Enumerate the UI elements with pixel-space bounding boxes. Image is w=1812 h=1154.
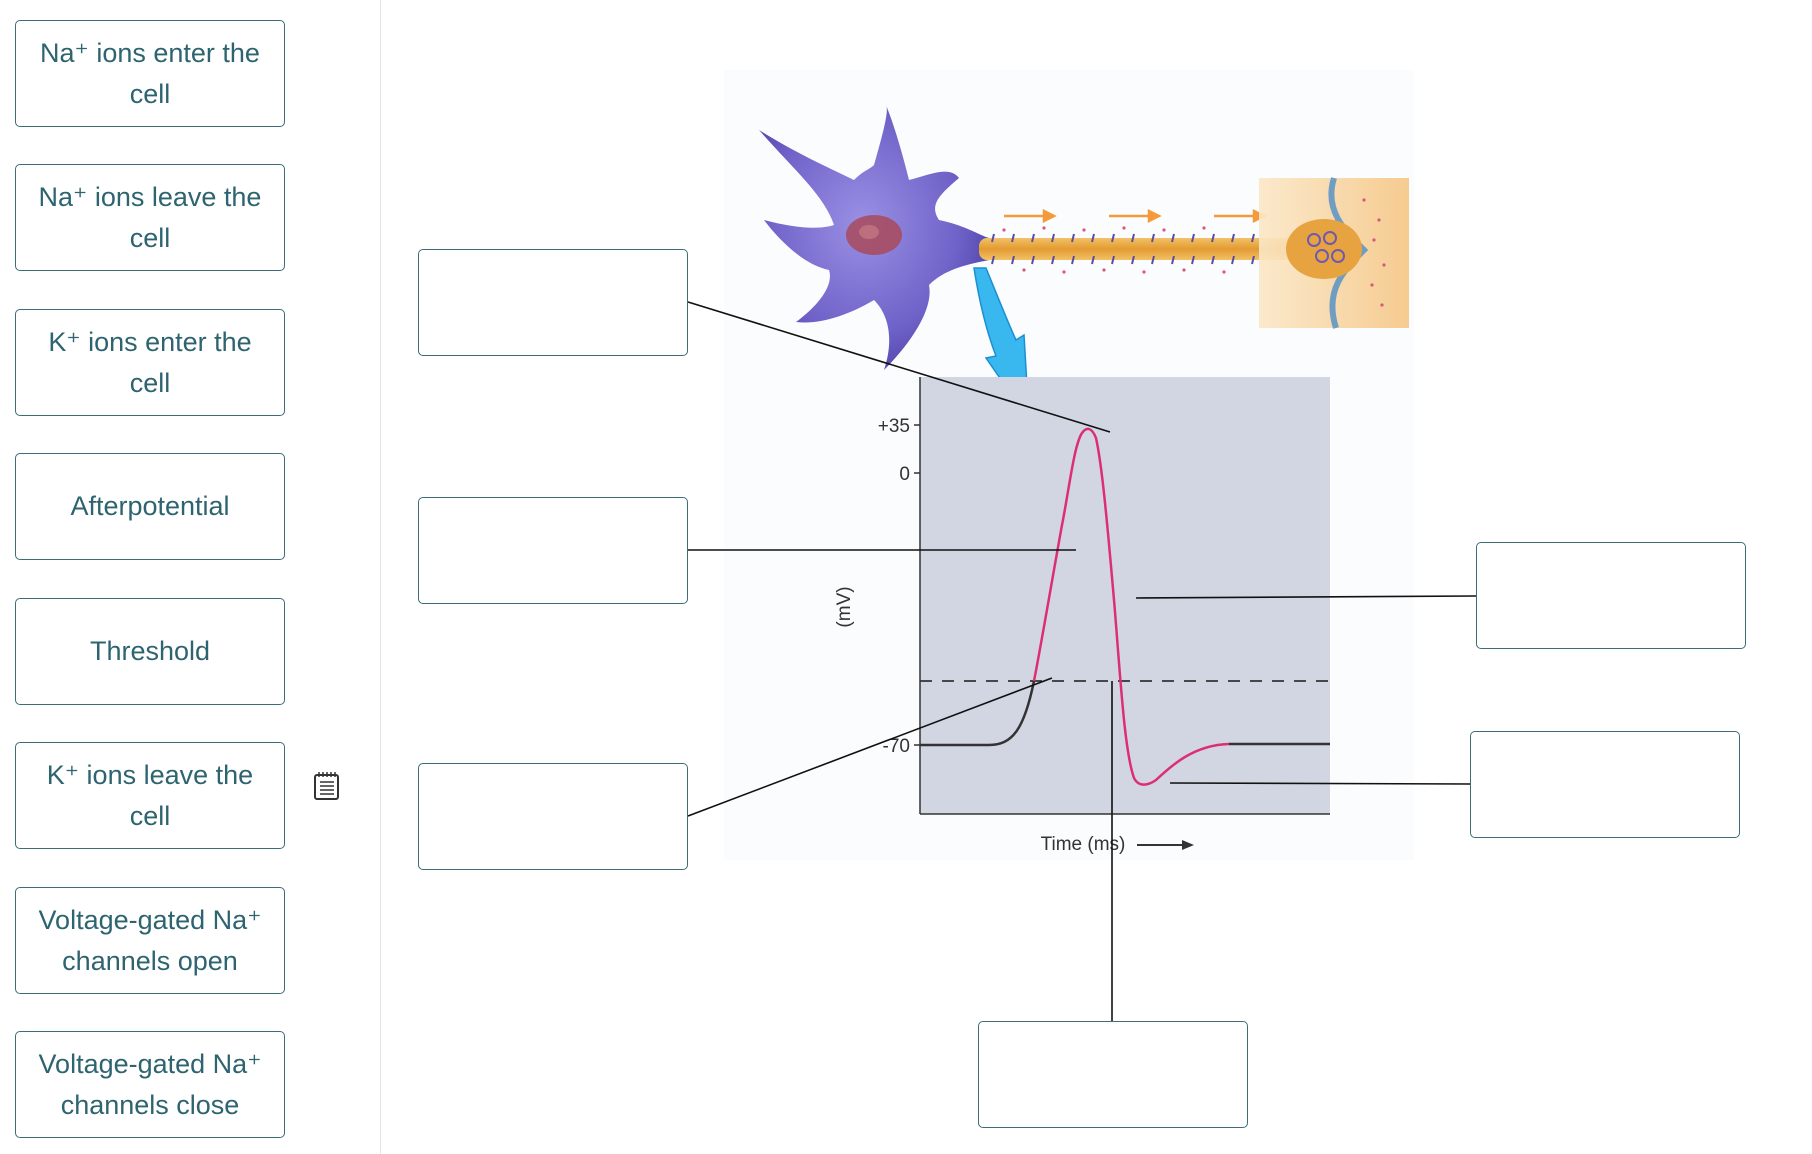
label-chip-na-enter[interactable]: Na⁺ ions enter the cell	[15, 20, 285, 127]
label-bank: Na⁺ ions enter the cell Na⁺ ions leave t…	[0, 0, 381, 1154]
notes-icon[interactable]	[313, 771, 341, 801]
label-chip-text: K⁺ ions leave the cell	[46, 759, 254, 831]
label-chip-text: Voltage-gated Na⁺ channels open	[38, 904, 262, 976]
action-potential-trace	[1032, 427, 1230, 786]
axon	[979, 226, 1309, 274]
tick-label-zero: 0	[899, 464, 910, 485]
label-chip-text: Na⁺ ions leave the cell	[38, 181, 262, 253]
x-axis-label: Time (ms)	[1041, 834, 1126, 855]
drop-target-threshold-point[interactable]	[418, 763, 688, 870]
label-chip-text: Na⁺ ions enter the cell	[40, 37, 260, 109]
label-chip-na-leave[interactable]: Na⁺ ions leave the cell	[15, 164, 285, 271]
label-chip-k-enter[interactable]: K⁺ ions enter the cell	[15, 309, 285, 416]
label-chip-afterpotential[interactable]: Afterpotential	[15, 453, 285, 560]
x-axis-arrow-icon	[1137, 840, 1194, 850]
label-chip-threshold[interactable]: Threshold	[15, 598, 285, 705]
label-chip-text: Threshold	[89, 636, 211, 666]
y-axis-label: (mV)	[834, 586, 855, 627]
figure-panel: +35 0 -70 (mV) Time (ms)	[724, 70, 1414, 860]
label-chip-k-leave[interactable]: K⁺ ions leave the cell	[15, 742, 285, 849]
synaptic-terminal	[1259, 177, 1409, 329]
drop-target-depolarization[interactable]	[418, 497, 688, 604]
drop-target-afterpotential[interactable]	[1470, 731, 1740, 838]
graph-plot-area	[920, 377, 1330, 814]
drop-target-repolarization[interactable]	[1476, 542, 1746, 649]
tick-label-minus70: -70	[883, 736, 910, 757]
drop-target-threshold-line[interactable]	[978, 1021, 1248, 1128]
label-chip-na-channels-close[interactable]: Voltage-gated Na⁺ channels close	[15, 1031, 285, 1138]
drop-target-peak[interactable]	[418, 249, 688, 356]
tick-label-plus35: +35	[878, 416, 910, 437]
label-chip-na-channels-open[interactable]: Voltage-gated Na⁺ channels open	[15, 887, 285, 994]
label-chip-text: Afterpotential	[70, 491, 230, 521]
action-potential-figure: +35 0 -70 (mV) Time (ms)	[759, 105, 1409, 855]
neuron-soma	[759, 105, 989, 370]
label-chip-text: Voltage-gated Na⁺ channels close	[38, 1048, 262, 1120]
label-chip-text: K⁺ ions enter the cell	[48, 326, 252, 398]
propagation-arrow-icon	[1004, 208, 1267, 224]
